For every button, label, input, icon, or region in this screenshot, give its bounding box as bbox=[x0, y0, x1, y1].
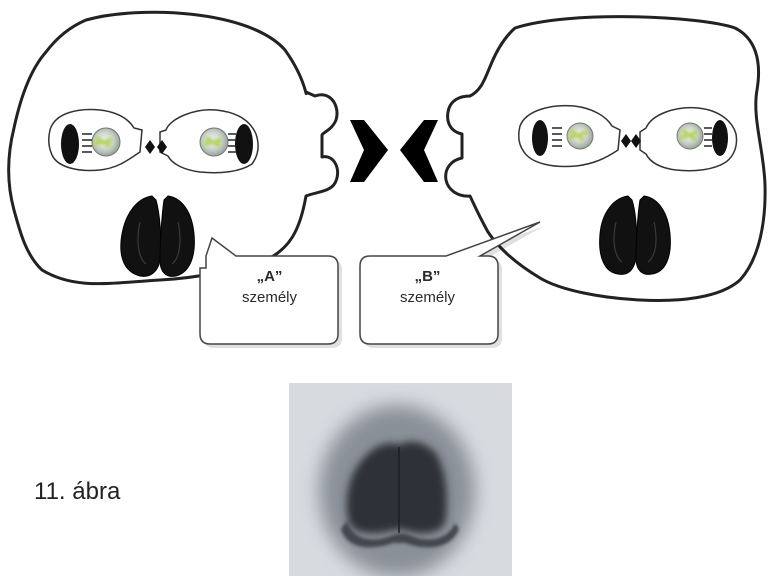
person-a-word: személy bbox=[202, 289, 337, 306]
person-b-label: „B” személy bbox=[360, 268, 495, 306]
figure-caption: 11. ábra bbox=[34, 478, 120, 506]
arrow-left-icon bbox=[400, 120, 438, 182]
person-b-word: személy bbox=[360, 289, 495, 306]
person-b-letter: „B” bbox=[360, 268, 495, 285]
arrow-right-icon bbox=[350, 120, 388, 182]
person-a-label: „A” személy bbox=[202, 268, 337, 306]
lung-stain-photo bbox=[289, 383, 512, 576]
person-a-letter: „A” bbox=[202, 268, 337, 285]
